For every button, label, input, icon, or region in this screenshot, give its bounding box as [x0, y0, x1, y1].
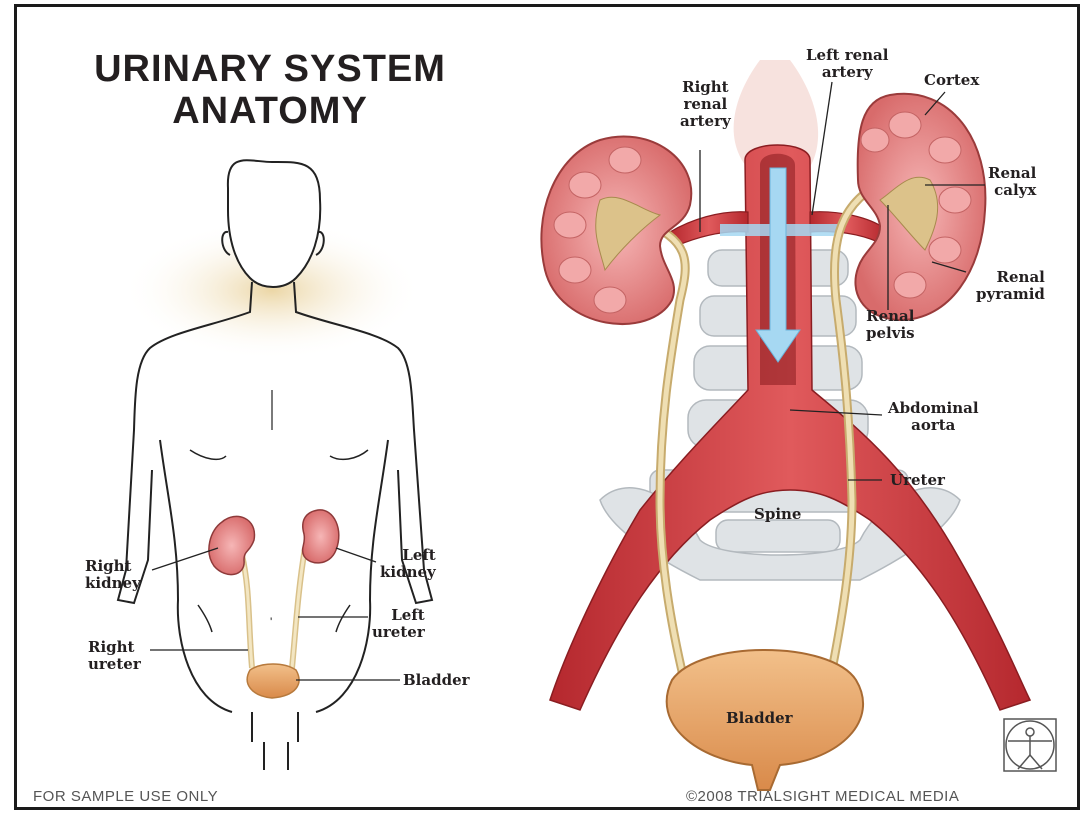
detail-left-kidney	[855, 94, 985, 320]
svg-text:': '	[270, 615, 272, 629]
label-bladder-body: Bladder	[403, 672, 470, 689]
label-renal-calyx-line-1: Renal	[988, 165, 1036, 182]
label-left-ureter-line-1: Left	[372, 607, 425, 624]
label-renal-calyx-line-2: calyx	[988, 182, 1036, 199]
label-right-kidney-line-1: Right	[85, 558, 141, 575]
label-left-kidney-line-2: kidney	[380, 564, 436, 581]
body-bladder	[247, 664, 299, 698]
label-left-kidney-line-1: Left	[380, 547, 436, 564]
label-cortex: Cortex	[924, 72, 979, 89]
body-left-kidney	[303, 510, 339, 563]
label-abdominal-aorta: Abdominal aorta	[888, 400, 979, 434]
label-bladder-detail: Bladder	[726, 710, 793, 727]
label-right-ureter-line-2: ureter	[88, 656, 141, 673]
body-right-kidney	[209, 516, 255, 574]
vitruvian-logo-icon	[1004, 719, 1056, 771]
label-left-renal-artery: Left renal artery	[806, 47, 888, 81]
label-left-renal-artery-line-2: artery	[806, 64, 888, 81]
label-left-kidney: Left kidney	[380, 547, 436, 581]
label-right-renal-artery: Right renal artery	[680, 79, 731, 130]
label-ureter: Ureter	[890, 472, 945, 489]
label-left-renal-artery-line-1: Left renal	[806, 47, 888, 64]
label-renal-pelvis-line-1: Renal	[866, 308, 915, 325]
label-spine: Spine	[754, 506, 801, 523]
label-right-renal-artery-line-2: renal	[680, 96, 731, 113]
label-renal-pyramid-line-1: Renal	[976, 269, 1045, 286]
label-right-renal-artery-line-1: Right	[680, 79, 731, 96]
footer-copyright: ©2008 TRIALSIGHT MEDICAL MEDIA	[686, 788, 959, 805]
label-left-ureter: Left ureter	[372, 607, 425, 641]
label-left-ureter-line-2: ureter	[372, 624, 425, 641]
label-abdominal-aorta-line-1: Abdominal	[888, 400, 979, 417]
label-right-kidney-line-2: kidney	[85, 575, 141, 592]
label-right-renal-artery-line-3: artery	[680, 113, 731, 130]
label-renal-pyramid: Renal pyramid	[976, 269, 1045, 303]
body-ureters	[242, 548, 305, 668]
label-renal-pyramid-line-2: pyramid	[976, 286, 1045, 303]
label-renal-pelvis-line-2: pelvis	[866, 325, 915, 342]
footer-sample-notice: FOR SAMPLE USE ONLY	[33, 788, 218, 805]
label-renal-calyx: Renal calyx	[988, 165, 1036, 199]
label-right-kidney: Right kidney	[85, 558, 141, 592]
label-right-ureter: Right ureter	[88, 639, 141, 673]
label-renal-pelvis: Renal pelvis	[866, 308, 915, 342]
label-right-ureter-line-1: Right	[88, 639, 141, 656]
label-abdominal-aorta-line-2: aorta	[888, 417, 979, 434]
detail-right-kidney	[541, 136, 691, 324]
